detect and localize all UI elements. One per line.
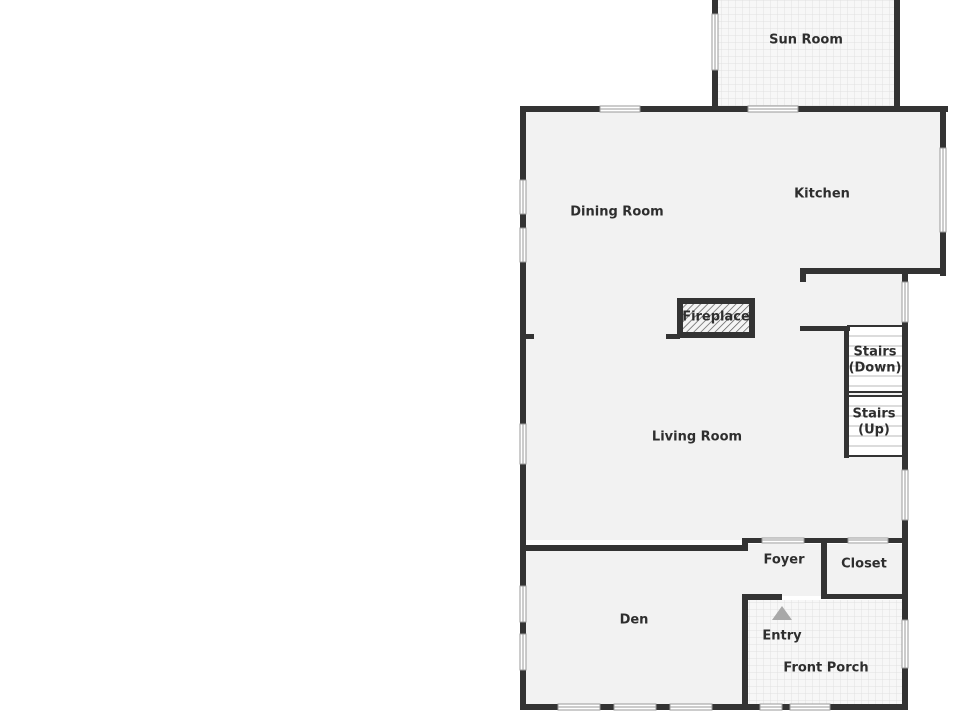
front-porch-label: Front Porch	[783, 661, 868, 676]
foyer-floor	[743, 544, 821, 596]
window-stairs-right	[901, 281, 909, 323]
sun-room-floor	[717, 0, 895, 108]
window-closet-top	[847, 537, 889, 544]
windows	[519, 13, 947, 711]
stairs-up-label-line1: Stairs	[853, 407, 896, 422]
fireplace-label: Fireplace	[682, 310, 750, 325]
stairs-down-label-line1: Stairs	[854, 345, 897, 360]
stairs-down-label-line2: (Down)	[849, 361, 902, 376]
dining-room-label: Dining Room	[570, 205, 663, 220]
window-porch-bottom-1	[759, 703, 783, 711]
window-dining-top	[599, 105, 641, 113]
foyer-label: Foyer	[764, 553, 806, 568]
window-living-left	[519, 423, 527, 465]
closet-label: Closet	[841, 557, 887, 572]
kitchen-label: Kitchen	[794, 187, 850, 202]
stairs-up-label-line2: (Up)	[858, 423, 890, 438]
window-sun-room-door	[747, 105, 799, 113]
window-living-right	[901, 469, 909, 521]
window-den-left-2	[519, 633, 527, 671]
window-foyer-top	[761, 537, 805, 544]
window-den-bottom-1	[557, 703, 601, 711]
entry-arrow-icon	[772, 606, 792, 620]
window-sun-room-left	[711, 13, 719, 71]
window-porch-bottom-2	[789, 703, 831, 711]
window-den-bottom-2	[613, 703, 657, 711]
window-dining-left-2	[519, 227, 527, 263]
entry-label: Entry	[762, 629, 802, 644]
den-label: Den	[620, 613, 649, 628]
living-room-label: Living Room	[652, 430, 742, 445]
window-dining-left-1	[519, 179, 527, 215]
room-labels: Sun Room Dining Room Kitchen Fireplace S…	[570, 33, 901, 676]
window-den-left-1	[519, 585, 527, 623]
closet-floor	[826, 544, 904, 594]
window-den-bottom-3	[669, 703, 713, 711]
window-kitchen-right	[939, 147, 947, 233]
sun-room-label: Sun Room	[769, 33, 843, 48]
den-floor	[526, 550, 743, 704]
window-porch-right	[901, 619, 909, 669]
fireplace	[677, 298, 755, 338]
front-porch-floor	[747, 600, 903, 704]
